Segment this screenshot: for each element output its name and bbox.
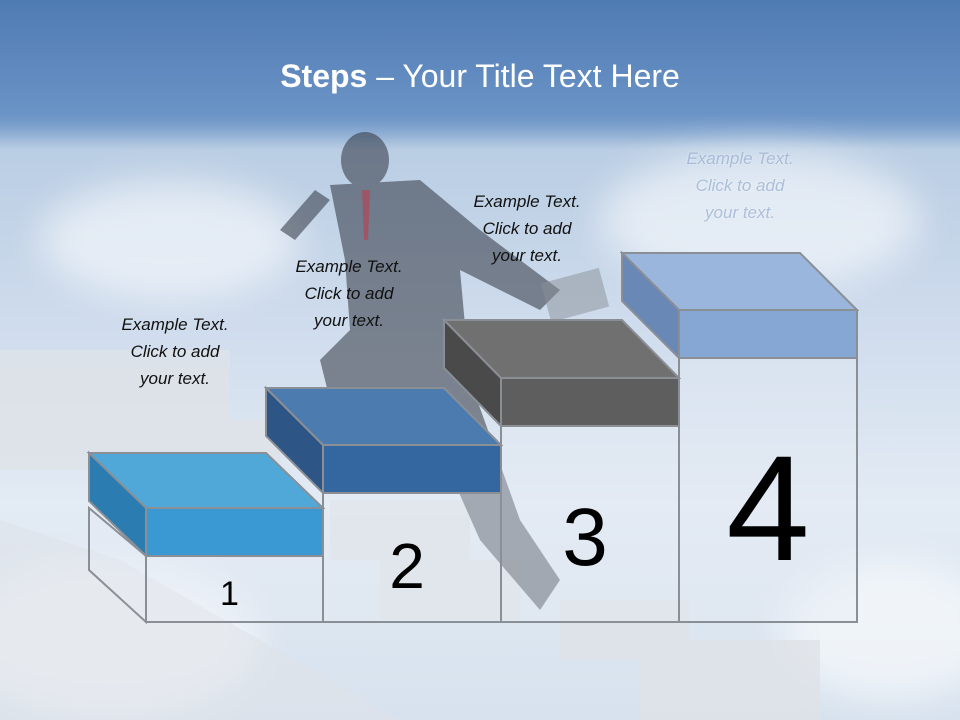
step-1-cap-front xyxy=(145,507,324,557)
slide-title[interactable]: Steps – Your Title Text Here xyxy=(0,56,960,96)
step-1-number: 1 xyxy=(220,575,239,613)
step-3-text[interactable]: Example Text. Click to add your text. xyxy=(473,192,581,265)
step-2-text[interactable]: Example Text. Click to add your text. xyxy=(295,257,403,330)
step-1-text[interactable]: Example Text. Click to add your text. xyxy=(121,315,229,388)
step-4-number: 4 xyxy=(726,424,809,592)
step-2-cap-front xyxy=(322,444,502,494)
title-rest: – Your Title Text Here xyxy=(367,58,680,94)
step-4-text[interactable]: Example Text. Click to add your text. xyxy=(686,149,794,222)
step-3-number: 3 xyxy=(562,492,608,583)
step-1-side-panel xyxy=(88,505,147,625)
step-2-number: 2 xyxy=(389,530,425,602)
step-4-cap-front xyxy=(678,309,858,359)
title-band xyxy=(0,0,960,150)
step-3-cap-front xyxy=(500,377,680,427)
title-bold: Steps xyxy=(280,58,368,94)
cloud xyxy=(40,180,300,300)
